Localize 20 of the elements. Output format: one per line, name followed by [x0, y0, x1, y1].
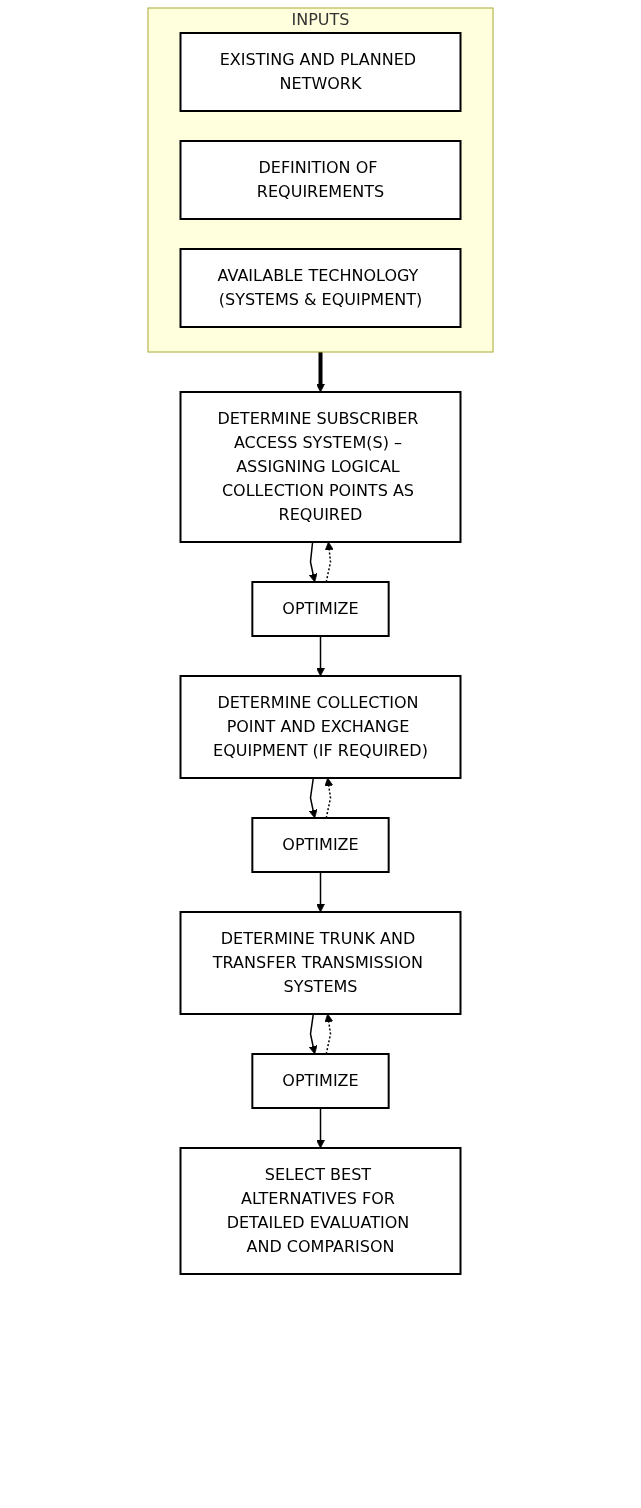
node-box: OPTIMIZE: [251, 817, 390, 873]
node-box: SELECT BEST ALTERNATIVES FOR DETAILED EVALUATION AND COMPARISON: [179, 1147, 462, 1275]
arrow: [324, 541, 334, 583]
arrow: [316, 352, 325, 393]
arrow: [316, 635, 325, 677]
arrow: [324, 1013, 334, 1055]
arrow: [308, 541, 318, 583]
node-box: OPTIMIZE: [251, 1053, 390, 1109]
arrow: [324, 777, 334, 819]
node-box: AVAILABLE TECHNOLOGY (SYSTEMS & EQUIPMENT): [179, 248, 462, 328]
arrow: [308, 777, 318, 819]
arrow: [316, 871, 325, 913]
node-box: DEFINITION OF REQUIREMENTS: [179, 140, 462, 220]
arrow: [308, 1013, 318, 1055]
arrow: [316, 1107, 325, 1149]
node-box: OPTIMIZE: [251, 581, 390, 637]
node-box: DETERMINE TRUNK AND TRANSFER TRANSMISSION SYSTEMS: [179, 911, 462, 1015]
node-box: DETERMINE COLLECTION POINT AND EXCHANGE EQUIPMENT (IF REQUIRED): [179, 675, 462, 779]
node-box: DETERMINE SUBSCRIBER ACCESS SYSTEM(S) – ASSIGNING LOGICAL COLLECTION POINTS AS REQUIRED: [179, 391, 462, 543]
node-box: EXISTING AND PLANNED NETWORK: [179, 32, 462, 112]
